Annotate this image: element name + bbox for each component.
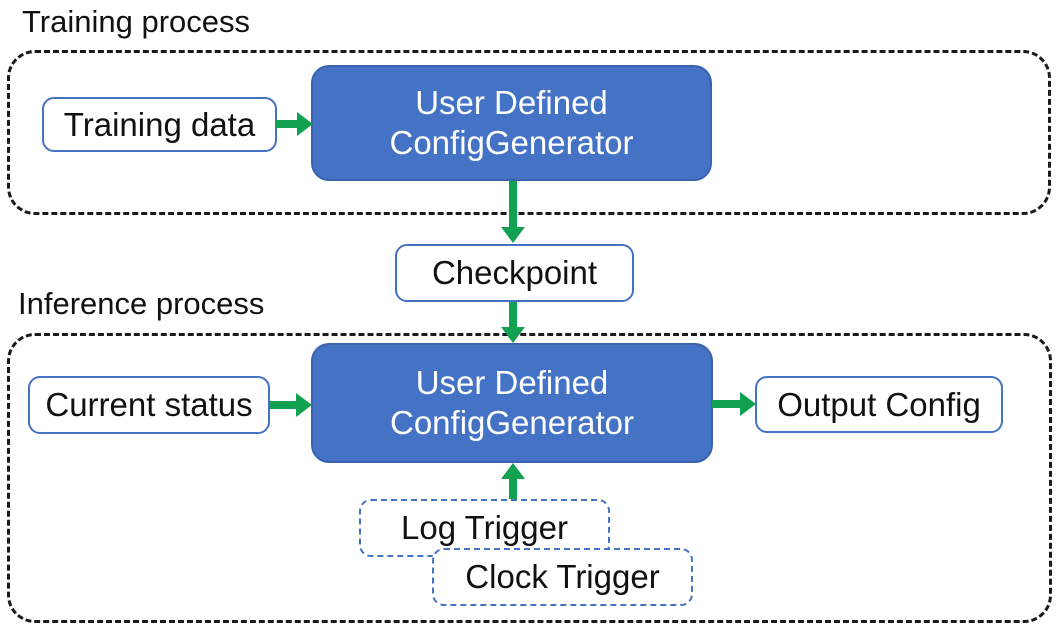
generator-label-line2: ConfigGenerator [389,124,634,161]
training-process-title: Training process [22,4,251,39]
generator-label-line2: ConfigGenerator [390,404,634,441]
arrow-generator-to-output-config-icon [712,392,756,416]
output-config-node: Output Config [755,376,1003,433]
generator-label-line1: User Defined [415,84,608,121]
arrow-triggers-to-generator-icon [501,463,525,500]
training-data-node: Training data [42,97,277,152]
arrow-generator-to-checkpoint-icon [501,181,525,243]
inference-process-container [7,333,1052,623]
generator-label-line1: User Defined [415,364,609,401]
log-trigger-node: Log Trigger [359,499,610,557]
inference-process-title: Inference process [18,286,265,321]
training-process-container [7,50,1051,215]
training-config-generator-node: User Defined ConfigGenerator [311,65,712,181]
checkpoint-node: Checkpoint [395,244,634,302]
clock-trigger-node: Clock Trigger [432,548,693,606]
current-status-node: Current status [28,376,270,434]
arrow-checkpoint-to-generator-icon [501,302,525,343]
arrow-current-status-to-generator-icon [269,393,312,417]
inference-config-generator-node: User Defined ConfigGenerator [311,343,713,463]
arrow-training-data-to-generator-icon [276,112,313,136]
